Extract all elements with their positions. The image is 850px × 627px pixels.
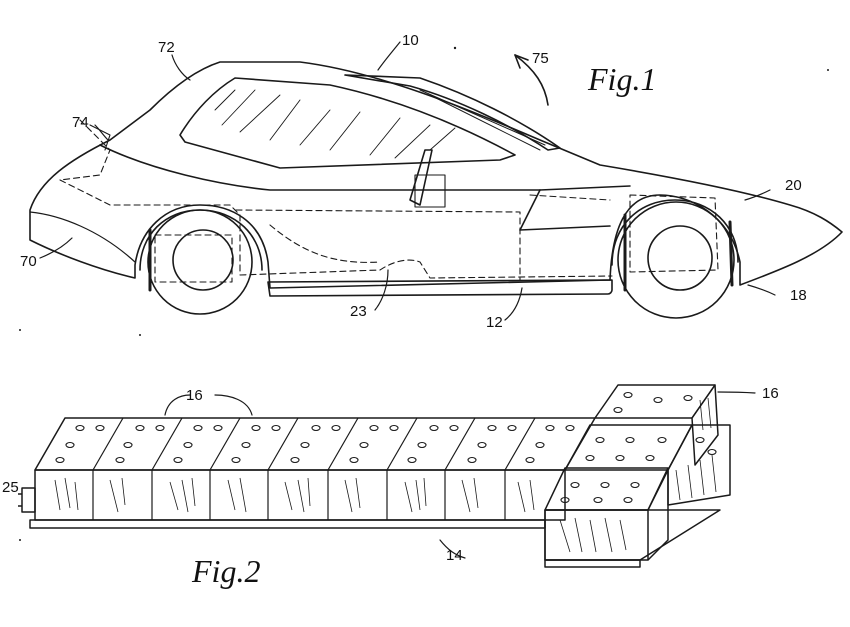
ref-70: 70 <box>20 253 37 270</box>
battery-stack-front-top <box>544 467 669 511</box>
car-rocker <box>267 279 613 297</box>
battery-row-front <box>34 469 566 521</box>
battery-stack-front-face <box>544 509 649 561</box>
ref-10: 10 <box>402 32 419 49</box>
battery-stack-upper-side <box>691 384 719 466</box>
fig1-labels: 10 72 75 74 20 70 23 12 18 <box>20 32 807 331</box>
battery-tray-outline <box>59 179 613 279</box>
ref-20: 20 <box>785 177 802 194</box>
battery-terminals <box>55 424 575 464</box>
battery-stack-middle-top <box>564 424 693 471</box>
fig1-title: Fig.1 <box>587 61 656 97</box>
battery-front-hatching <box>54 477 535 513</box>
ref-75: 75 <box>532 50 549 67</box>
ref-72: 72 <box>158 39 175 56</box>
stack-terminals <box>560 391 717 504</box>
car-beltline <box>99 144 631 191</box>
arrow-75 <box>514 54 549 106</box>
fig1-leader-lines <box>39 41 776 321</box>
ref-18: 18 <box>790 287 807 304</box>
rear-hub <box>172 229 234 291</box>
connector-25 <box>21 487 36 513</box>
fig2-leader-lines <box>164 391 756 559</box>
hidden-lines <box>59 119 719 283</box>
battery-base-tray <box>29 519 546 529</box>
fig2-title: Fig.2 <box>191 553 260 589</box>
ref-23: 23 <box>350 303 367 320</box>
battery-module-dividers <box>92 417 536 520</box>
ref-25: 25 <box>2 479 19 496</box>
rear-wheel <box>147 209 253 315</box>
front-compartment-outline <box>629 194 719 273</box>
ref-74: 74 <box>72 114 89 131</box>
car-roof-detail <box>344 74 561 151</box>
car-window <box>179 77 516 169</box>
ref-16-b: 16 <box>762 385 779 402</box>
front-wheel-arch <box>611 199 739 266</box>
fig2-labels: 16 16 25 14 <box>2 385 779 564</box>
fig2-battery-pack <box>18 384 731 568</box>
front-wheel <box>617 201 735 319</box>
stack-hatching <box>559 397 717 553</box>
window-hatching <box>214 89 456 159</box>
fig1-car-drawing <box>29 54 843 319</box>
scan-specks <box>19 46 829 541</box>
ref-16-a: 16 <box>186 387 203 404</box>
ref-12: 12 <box>486 314 503 331</box>
ref-14: 14 <box>446 547 463 564</box>
car-body-outline <box>29 61 843 289</box>
car-door-pillar <box>409 149 433 206</box>
front-hub <box>647 225 713 291</box>
